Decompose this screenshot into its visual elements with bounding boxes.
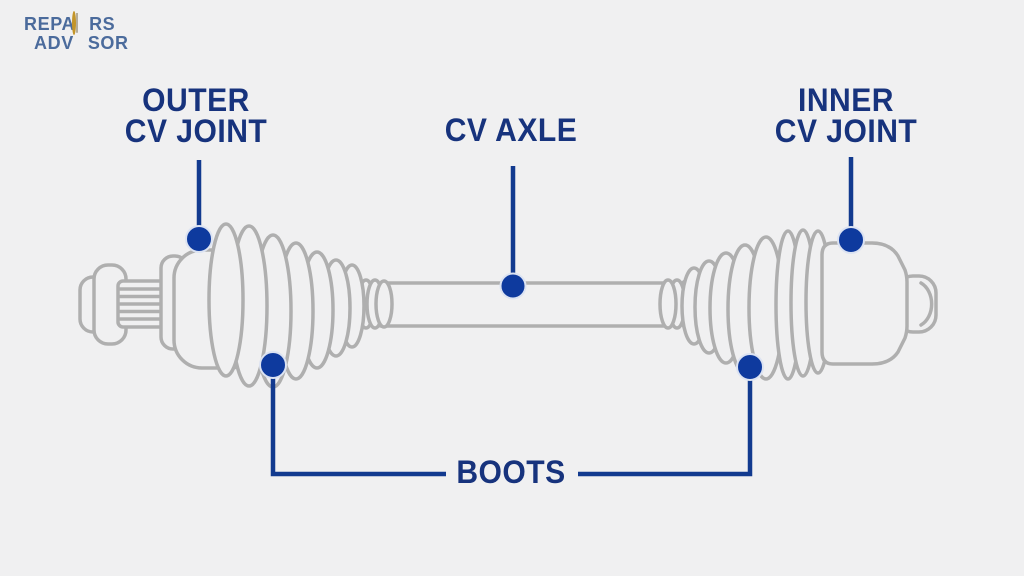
logo-text-adv: ADV (34, 33, 74, 53)
outer-boot (207, 222, 366, 389)
screw-thread-icon (76, 13, 78, 33)
outer-cv-joint-label-line2: CV JOINT (124, 113, 268, 149)
cv-axle-label: CV AXLE (444, 112, 578, 148)
right-boot-connector (578, 368, 753, 477)
callout-markers (185, 225, 865, 381)
outer-cv-joint-marker-dot (185, 225, 213, 253)
housing-body (820, 241, 909, 366)
inner-cv-joint-label-line2: CV JOINT (774, 113, 918, 149)
clamp-ring (658, 278, 678, 330)
cv-axle-label-text: CV AXLE (444, 112, 578, 148)
screw-head-icon (72, 11, 76, 35)
outer-cv-joint-label-line1: OUTER (142, 82, 250, 118)
boots-label-text: BOOTS (456, 454, 566, 490)
left-boot-marker-dot (259, 351, 287, 379)
logo-text-rs: RS (89, 14, 116, 34)
left-boot-connector (270, 366, 446, 477)
logo-text-sor: SOR (87, 33, 129, 53)
logo-line-2: ADV SOR (34, 34, 129, 53)
screw-icon (72, 11, 85, 57)
inner-boot (680, 228, 832, 381)
logo-text-repa: REPA (24, 14, 76, 34)
inner-cv-joint-label-line1: INNER (798, 82, 894, 118)
inner-cv-joint-marker-dot (837, 226, 865, 254)
inner-cv-joint-label: INNER CV JOINT (774, 82, 918, 149)
logo-line-1: REPA RS (24, 15, 129, 34)
spline-grooves (118, 287, 170, 321)
cv-axle-marker-dot (499, 272, 527, 300)
inner-cv-joint-housing (820, 241, 938, 366)
outer-stub-shaft (78, 263, 172, 346)
right-boot-marker-dot (736, 353, 764, 381)
boots-label: BOOTS (456, 454, 566, 490)
boot-ring (207, 222, 245, 378)
repairs-advisor-logo: REPA RS ADV SOR (24, 11, 129, 53)
outer-cv-joint-label: OUTER CV JOINT (124, 82, 268, 149)
axle-line-art (78, 222, 938, 389)
stub-cap-arc (919, 281, 934, 327)
clamp-ring (374, 279, 394, 329)
